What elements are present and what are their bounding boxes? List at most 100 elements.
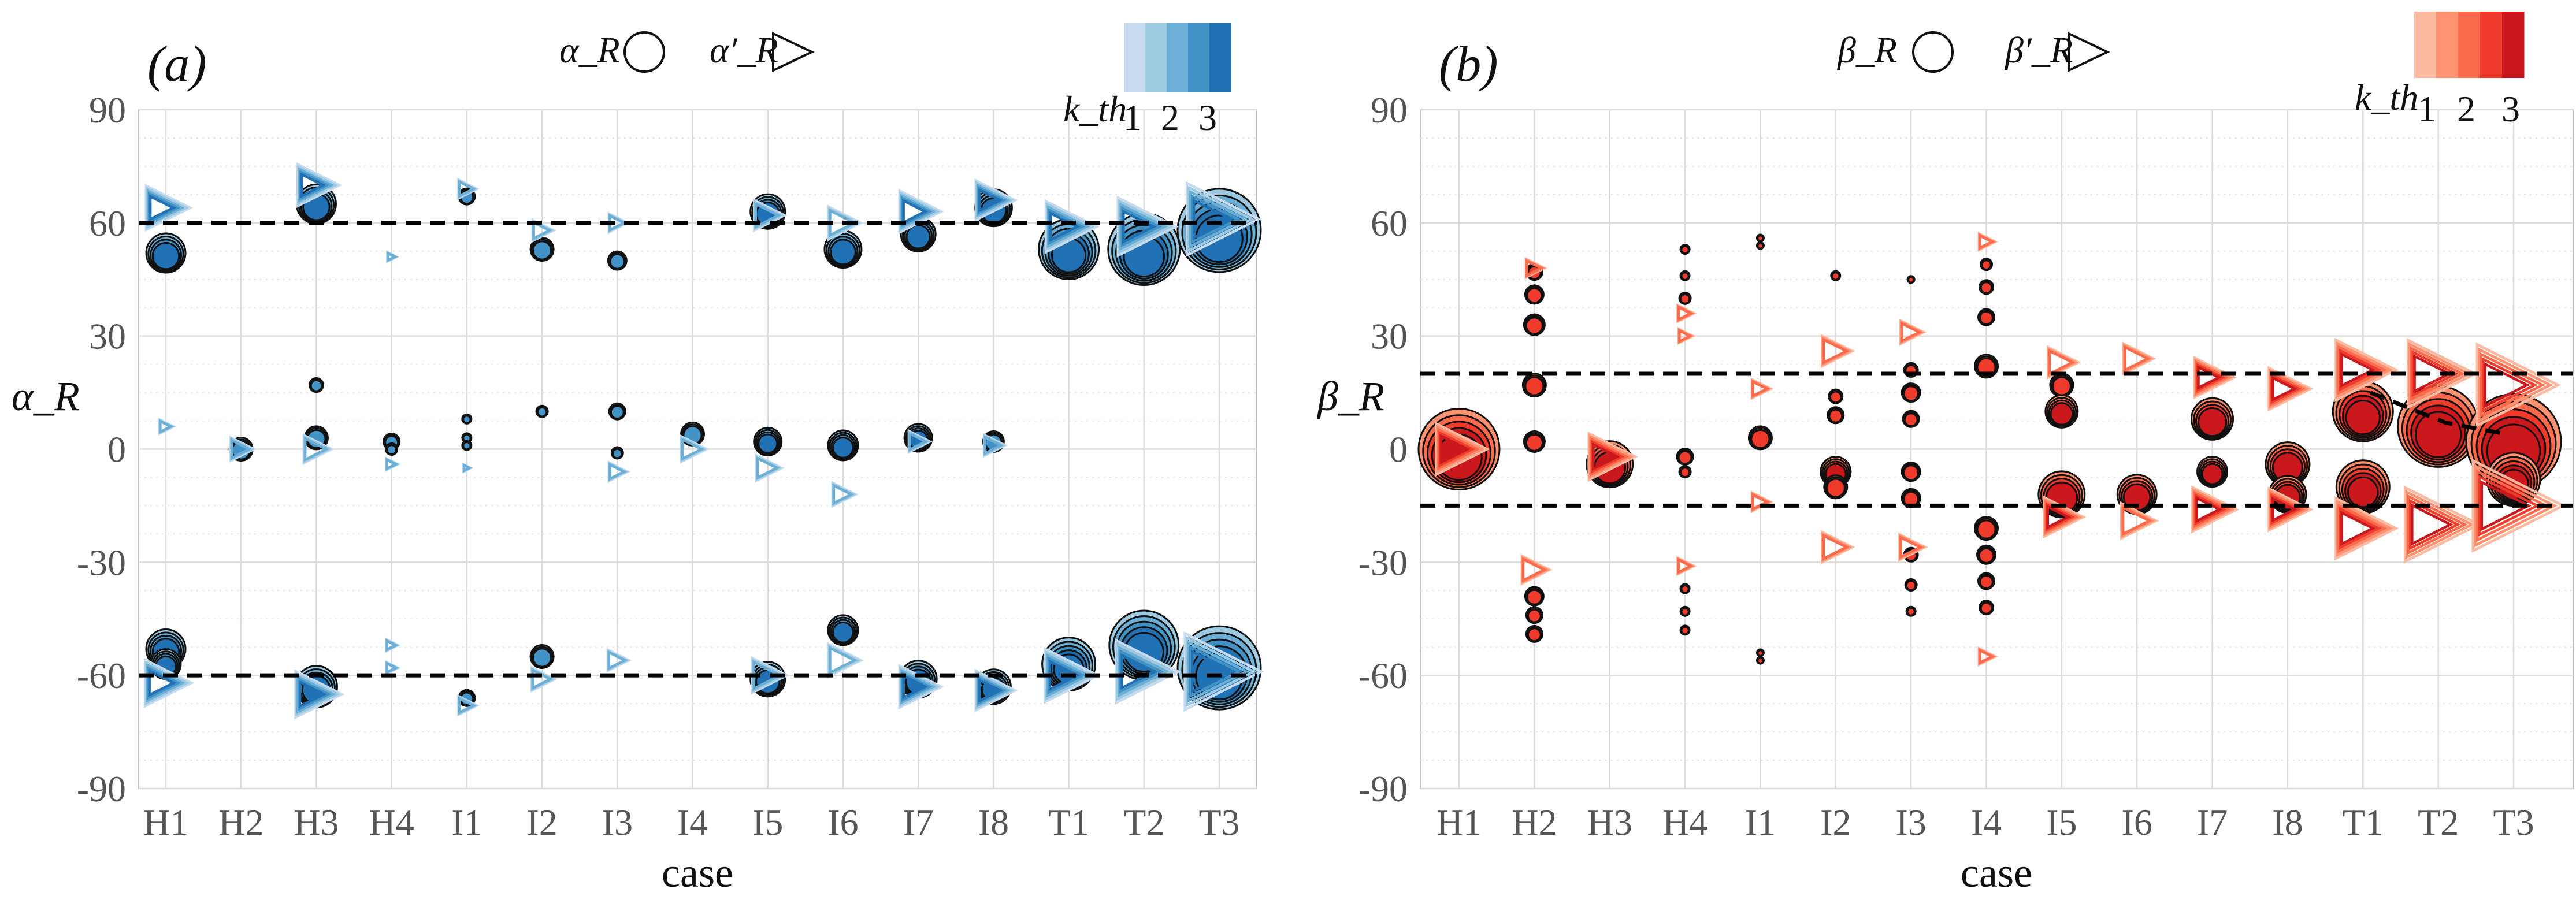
- circle-marker: [1679, 244, 1691, 255]
- circle-marker: [827, 429, 859, 462]
- colorbar-tick-label: 1: [2418, 88, 2436, 129]
- triangle-marker: [2334, 337, 2399, 403]
- x-tick-label: T3: [1198, 802, 1239, 843]
- triangle-marker: [974, 178, 1018, 222]
- y-tick-label: 90: [1371, 90, 1408, 131]
- y-tick-label: -60: [1358, 655, 1408, 696]
- panel-a-ylabel: α_R: [12, 373, 80, 419]
- y-tick-label: 0: [107, 429, 126, 470]
- triangle-marker: [2120, 501, 2159, 541]
- x-tick-label: I5: [752, 802, 783, 843]
- triangle-marker: [1520, 553, 1553, 586]
- triangle-marker: [144, 184, 193, 232]
- x-tick-label: I8: [978, 802, 1009, 843]
- circle-marker: [1904, 578, 1918, 592]
- circle-marker: [1979, 600, 1994, 616]
- x-tick-label: I4: [677, 802, 708, 843]
- circle-marker: [1524, 284, 1545, 305]
- triangle-marker: [1435, 421, 1490, 477]
- circle-marker: [1747, 425, 1773, 451]
- triangle-marker: [827, 642, 864, 679]
- circle-marker: [1678, 465, 1692, 479]
- triangle-marker: [2191, 485, 2240, 534]
- colorbar-tick-label: 2: [2457, 88, 2475, 129]
- circle-marker: [1976, 544, 1996, 565]
- colorbar-tick-label: 3: [2501, 88, 2520, 129]
- colorbar-tick-label: 2: [1161, 97, 1179, 138]
- legend-triangle-icon: [772, 31, 815, 73]
- y-tick-label: -60: [77, 655, 126, 696]
- x-tick-label: H4: [1662, 802, 1708, 843]
- triangle-marker: [1899, 318, 1927, 346]
- triangle-marker: [1750, 377, 1774, 400]
- x-tick-label: I5: [2046, 802, 2077, 843]
- circle-marker: [529, 237, 555, 262]
- circle-marker: [461, 440, 473, 451]
- x-tick-label: I3: [602, 802, 633, 843]
- triangle-marker: [907, 429, 933, 455]
- triangle-marker: [1977, 231, 1998, 252]
- triangle-marker: [974, 668, 1018, 712]
- triangle-marker: [2047, 345, 2081, 380]
- triangle-marker: [2122, 341, 2156, 376]
- triangle-marker: [1587, 431, 1638, 482]
- panel-b-reference-lines: [1420, 371, 2573, 508]
- panel-b-colorbar: [2414, 12, 2525, 78]
- circle-marker: [1979, 279, 1994, 295]
- colorbar-swatch: [1145, 23, 1167, 92]
- circle-marker: [1823, 474, 1849, 500]
- y-tick-label: 60: [89, 203, 126, 244]
- x-tick-label: I6: [827, 802, 858, 843]
- circle-marker: [145, 232, 187, 274]
- circle-marker: [308, 377, 324, 393]
- panel-b-label: (b): [1439, 36, 1498, 92]
- colorbar-tick-label: 3: [1198, 97, 1217, 138]
- circle-marker: [1679, 270, 1691, 281]
- x-tick-label: H3: [294, 802, 339, 843]
- x-tick-label: T2: [2418, 802, 2459, 843]
- circle-marker: [150, 648, 182, 680]
- y-tick-label: -90: [77, 768, 126, 809]
- x-tick-label: I6: [2122, 802, 2152, 843]
- triangle-marker: [1044, 199, 1100, 255]
- circle-marker: [1901, 382, 1921, 403]
- triangle-marker: [2193, 355, 2237, 400]
- circle-marker: [2265, 441, 2311, 488]
- circle-marker: [2049, 373, 2074, 398]
- panel-a-label: (a): [147, 36, 207, 92]
- circle-marker: [2196, 456, 2229, 488]
- circle-marker: [1902, 410, 1920, 428]
- panel-a-legend: α_R α′_R: [559, 29, 815, 73]
- triangle-marker: [1524, 256, 1547, 280]
- circle-marker: [610, 446, 624, 460]
- circle-marker: [1905, 605, 1917, 617]
- circle-marker: [608, 402, 626, 421]
- colorbar-swatch: [1167, 23, 1189, 92]
- circle-marker: [2191, 397, 2234, 441]
- panel-a-xlabel: case: [662, 850, 733, 896]
- triangle-marker: [462, 462, 474, 474]
- circle-marker: [753, 426, 783, 456]
- legend-triangle-icon: [2068, 31, 2110, 73]
- legend-circle-label: α_R: [559, 29, 620, 70]
- legend-circle-icon: [623, 31, 665, 73]
- circle-marker: [535, 404, 549, 418]
- circle-marker: [1974, 516, 1999, 541]
- triangle-marker: [294, 669, 345, 720]
- colorbar-swatch: [1124, 23, 1146, 92]
- triangle-marker: [1676, 556, 1697, 577]
- circle-marker: [823, 230, 863, 269]
- circle-marker: [1524, 586, 1545, 607]
- x-tick-label: I2: [1820, 802, 1851, 843]
- circle-marker: [1755, 648, 1765, 657]
- x-tick-label: T1: [1048, 802, 1089, 843]
- x-tick-label: H2: [1512, 802, 1557, 843]
- circle-marker: [1980, 258, 1993, 272]
- circle-marker: [529, 644, 555, 670]
- circle-marker: [1901, 462, 1921, 482]
- triangle-marker: [531, 218, 556, 243]
